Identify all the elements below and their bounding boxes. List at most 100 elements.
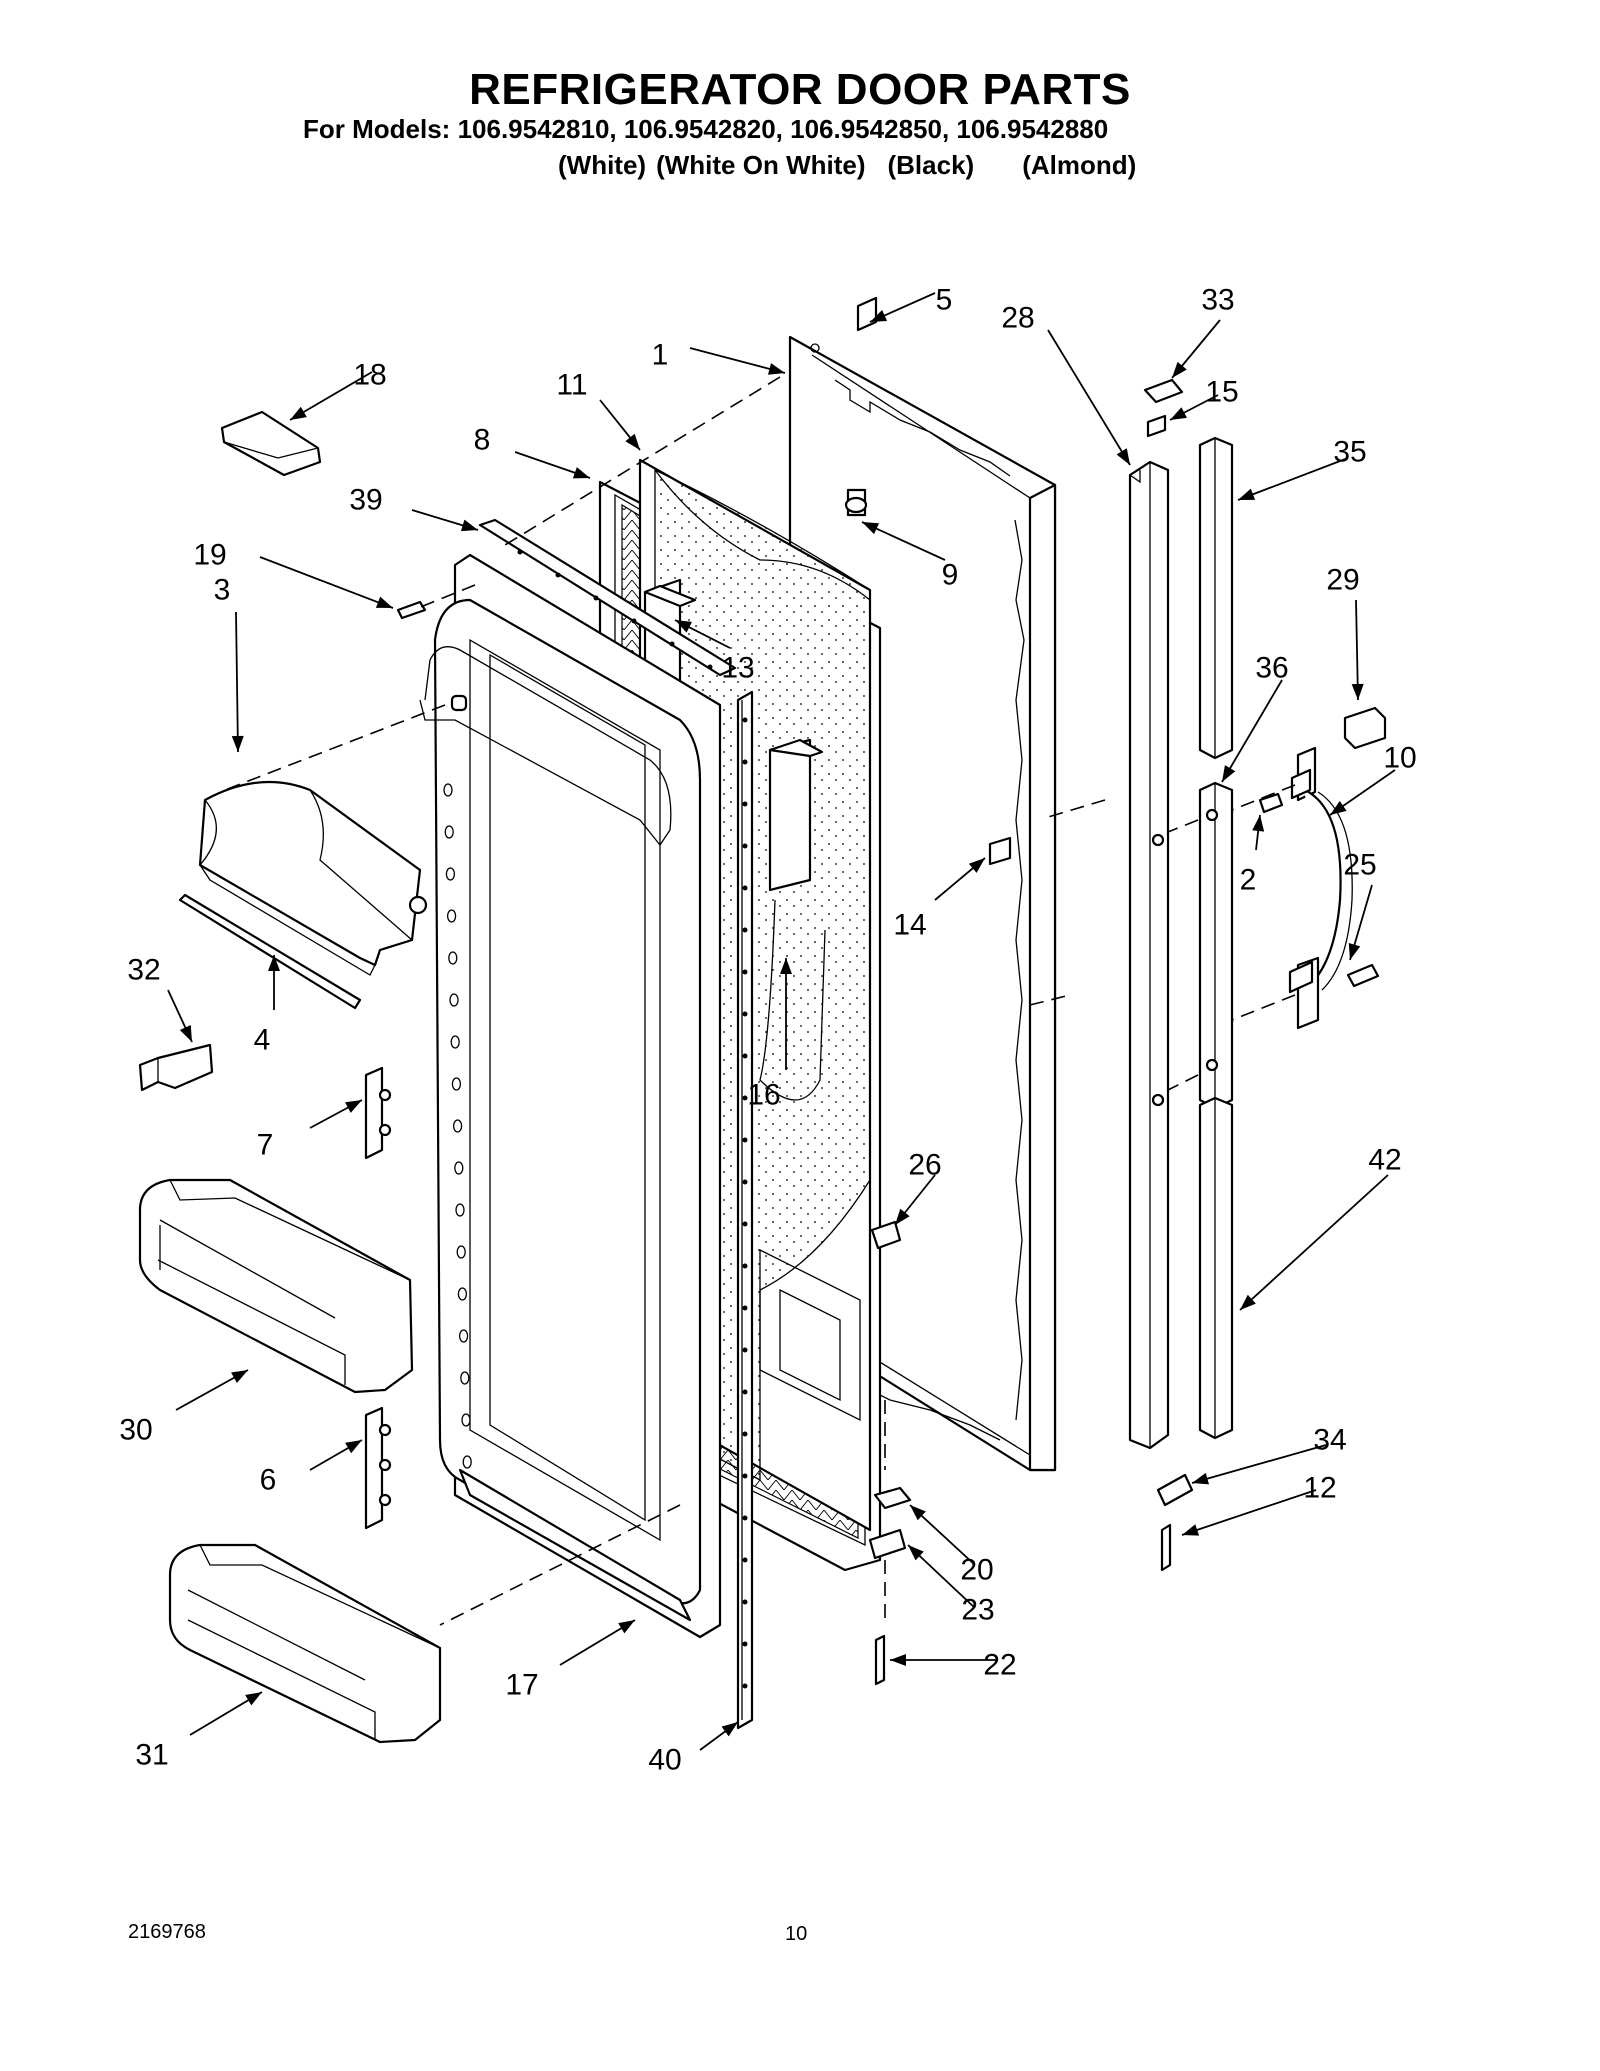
part-label-7: 7 [257, 1129, 274, 1162]
peg-hole [455, 1203, 465, 1217]
peg-hole [458, 1329, 469, 1343]
trim-hole [517, 549, 523, 555]
peg-hole [449, 993, 459, 1007]
part-label-19: 19 [193, 539, 226, 572]
leader-arrowhead-3 [231, 735, 244, 752]
hinge-bracket-34 [1156, 1473, 1194, 1507]
leader-arrowhead-8 [572, 467, 590, 479]
color-white: (White) [558, 150, 647, 180]
strip-hole [742, 1221, 748, 1227]
part-15 [1146, 414, 1167, 438]
strip-hole [742, 927, 748, 933]
part-label-17: 17 [505, 1669, 538, 1702]
part-label-33: 33 [1201, 284, 1234, 317]
leader-line-35 [1237, 457, 1349, 501]
leader-arrowhead-30 [231, 1370, 248, 1384]
peg-hole [450, 1035, 460, 1049]
top-trim-39 [478, 518, 737, 677]
leader-arrowhead-1 [767, 363, 785, 375]
leader-arrowhead-33 [1172, 361, 1187, 378]
trim-hole [707, 664, 713, 670]
leader-arrowhead-12 [1182, 1524, 1200, 1536]
strip-hole [742, 1053, 748, 1059]
part-label-2: 2 [1240, 864, 1257, 897]
part-label-14: 14 [893, 909, 926, 942]
strip-hole [742, 801, 748, 807]
strip-hole [742, 843, 748, 849]
leader-arrowhead-2 [1252, 815, 1265, 832]
trim-hole [555, 572, 561, 578]
models-prefix: For Models: [303, 114, 451, 144]
leader-arrowhead-32 [179, 1024, 192, 1042]
peg-hole [460, 1371, 470, 1385]
leader-line-29 [1355, 599, 1359, 701]
part-label-26: 26 [908, 1149, 941, 1182]
strip-hole [742, 1095, 748, 1101]
leader-arrowhead-4 [268, 955, 280, 971]
leader-arrowhead-42 [1240, 1294, 1256, 1310]
vertical-trim-strip [736, 690, 754, 1730]
part-label-6: 6 [260, 1464, 277, 1497]
bracket-32 [138, 1043, 214, 1092]
leader-line-28 [1047, 329, 1131, 466]
leader-arrowhead-26 [895, 1208, 910, 1225]
strip-hole [742, 1179, 748, 1185]
strip-hole [742, 969, 748, 975]
strip-hole [742, 1473, 748, 1479]
part-label-40: 40 [648, 1744, 681, 1777]
leader-line-1 [689, 347, 786, 374]
hinge-plate-23 [868, 1528, 907, 1560]
handle-trim-35 [1198, 436, 1234, 760]
peg-hole [452, 1119, 463, 1133]
strip-hole [742, 717, 748, 723]
peg-hole [446, 909, 457, 923]
part-label-34: 34 [1313, 1424, 1346, 1457]
strip-hole [742, 759, 748, 765]
hinge-pin-20 [873, 1486, 912, 1510]
strip-hole [742, 1557, 748, 1563]
leader-arrowhead-17 [618, 1620, 635, 1634]
part-label-36: 36 [1255, 652, 1288, 685]
screw-12 [1160, 1523, 1172, 1572]
leader-arrowhead-35 [1238, 488, 1256, 500]
leader-arrowhead-18 [290, 406, 307, 420]
peg-hole [457, 1287, 468, 1301]
leader-arrowhead-15 [1170, 407, 1187, 420]
trim-hole [631, 618, 637, 624]
leader-arrowhead-6 [345, 1440, 362, 1454]
leader-arrowhead-19 [375, 596, 393, 608]
part-label-16: 16 [747, 1079, 780, 1112]
leader-line-34 [1191, 1444, 1327, 1484]
leader-line-36 [1221, 679, 1283, 783]
peg-hole [454, 1161, 464, 1175]
leader-arrowhead-40 [721, 1722, 738, 1737]
models-line: For Models: 106.9542810, 106.9542820, 10… [303, 114, 1108, 145]
part-label-18: 18 [353, 359, 386, 392]
peg-hole [448, 951, 458, 965]
handle-trim-36 [1198, 781, 1234, 1110]
part-label-4: 4 [254, 1024, 271, 1057]
part-label-31: 31 [135, 1739, 168, 1772]
strip-hole [742, 1263, 748, 1269]
strip-hole [742, 1011, 748, 1017]
part-label-20: 20 [960, 1554, 993, 1587]
leader-line-42 [1239, 1174, 1389, 1311]
peg-hole [461, 1413, 471, 1427]
screw-2 [1258, 792, 1284, 814]
part-label-32: 32 [127, 954, 160, 987]
strip-hole [742, 1137, 748, 1143]
part-label-11: 11 [556, 369, 587, 402]
part-label-3: 3 [214, 574, 231, 607]
part-label-23: 23 [961, 1594, 994, 1627]
trim-hole [593, 595, 599, 601]
shelf-peg-holes [443, 783, 472, 1469]
leader-arrowhead-9 [862, 522, 880, 535]
peg-hole [445, 867, 456, 881]
bracket-33 [1143, 378, 1184, 404]
part-label-10: 10 [1383, 742, 1416, 775]
part-label-22: 22 [983, 1649, 1016, 1682]
color-variants: (White)(White On White)(Black)(Almond) [558, 150, 1136, 181]
strip-hole [742, 1641, 748, 1647]
dairy-door [178, 780, 428, 1010]
